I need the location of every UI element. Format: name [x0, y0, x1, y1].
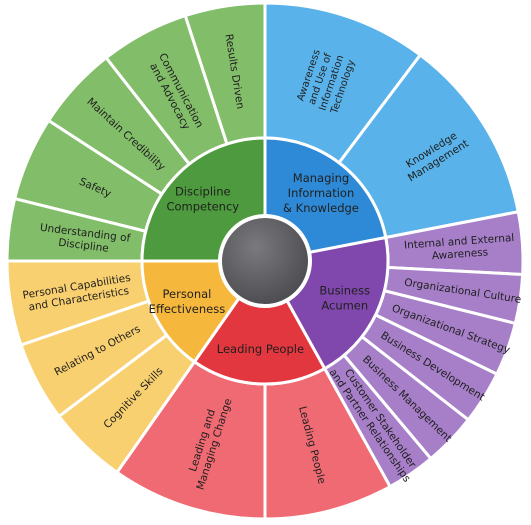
wheel-center: [218, 214, 312, 308]
outer-ring: [5, 1, 525, 521]
outer-rim: [6, 2, 524, 520]
inner-label-leading-people: Leading People: [217, 342, 304, 356]
outer-label-business-acumen-0: Internal and ExternalAwareness: [404, 232, 516, 264]
